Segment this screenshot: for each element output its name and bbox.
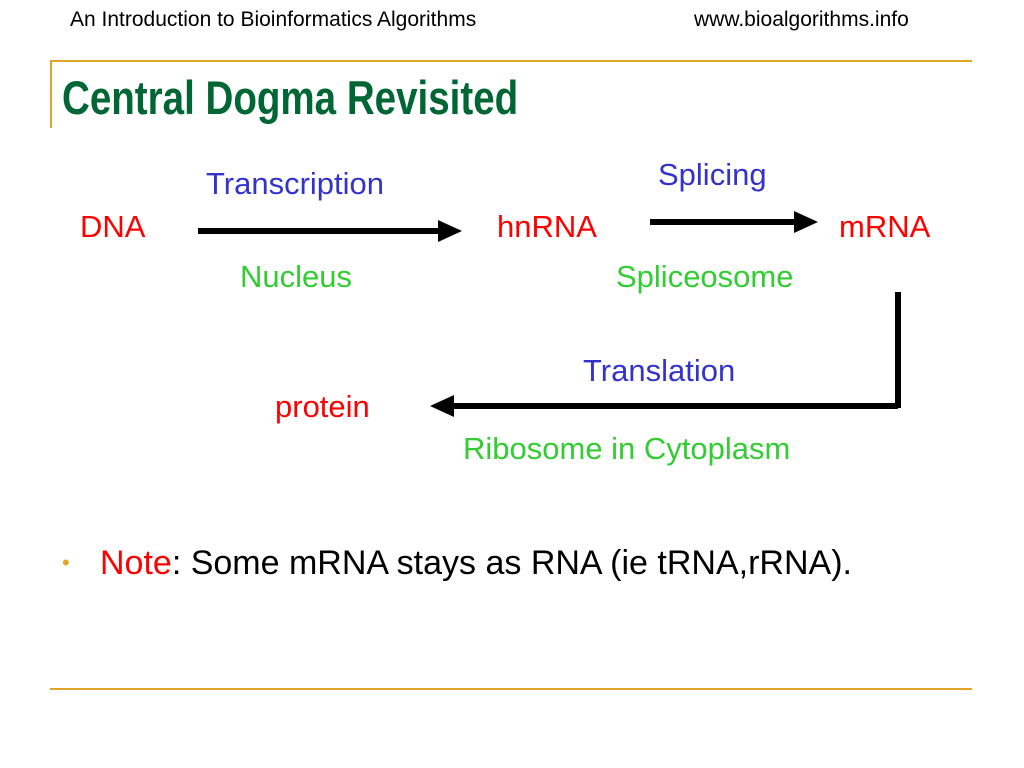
left-rule [50, 60, 52, 128]
note-text: Note: Some mRNA stays as RNA (ie tRNA,rR… [100, 540, 862, 586]
bullet-marker: • [62, 550, 70, 575]
node-protein: protein [275, 389, 370, 424]
note-bullet-item: • Note: Some mRNA stays as RNA (ie tRNA,… [62, 540, 862, 586]
node-dna: DNA [80, 209, 146, 244]
bottom-rule [50, 688, 972, 690]
location-spliceosome: Spliceosome [616, 259, 794, 294]
header-website: www.bioalgorithms.info [694, 8, 909, 31]
node-mrna: mRNA [839, 209, 931, 244]
arrow-splicing [650, 211, 818, 233]
arrow-translation [430, 292, 901, 417]
header-course-title: An Introduction to Bioinformatics Algori… [70, 8, 477, 31]
process-translation: Translation [583, 353, 736, 388]
arrow-transcription [198, 220, 462, 242]
node-hnrna: hnRNA [497, 209, 597, 244]
top-rule [50, 60, 972, 62]
note-body: : Some mRNA stays as RNA (ie tRNA,rRNA). [171, 544, 852, 582]
process-transcription: Transcription [206, 166, 385, 201]
location-ribosome: Ribosome in Cytoplasm [463, 431, 791, 466]
process-splicing: Splicing [658, 157, 767, 192]
location-nucleus: Nucleus [240, 259, 352, 294]
note-label: Note [100, 544, 172, 582]
slide-title: Central Dogma Revisited [62, 71, 519, 124]
